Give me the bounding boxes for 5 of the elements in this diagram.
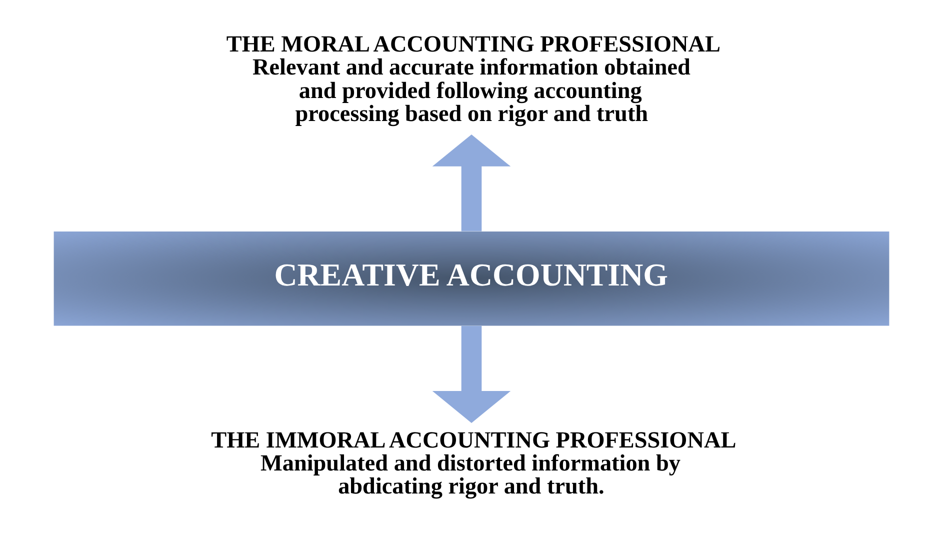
node-text: THE IMMORAL ACCOUNTING PROFESSIONAL Manipulated and distorted information by abdicating rigor and truth. (211, 427, 736, 500)
node-text: THE MORAL ACCOUNTING PROFESSIONAL Relevant and accurate information obtained and provided following accounting processing based on rigor and truth (226, 31, 720, 127)
arrow (432, 326, 511, 423)
arrow (432, 134, 511, 232)
node-box: CREATIVE ACCOUNTING (54, 231, 890, 326)
